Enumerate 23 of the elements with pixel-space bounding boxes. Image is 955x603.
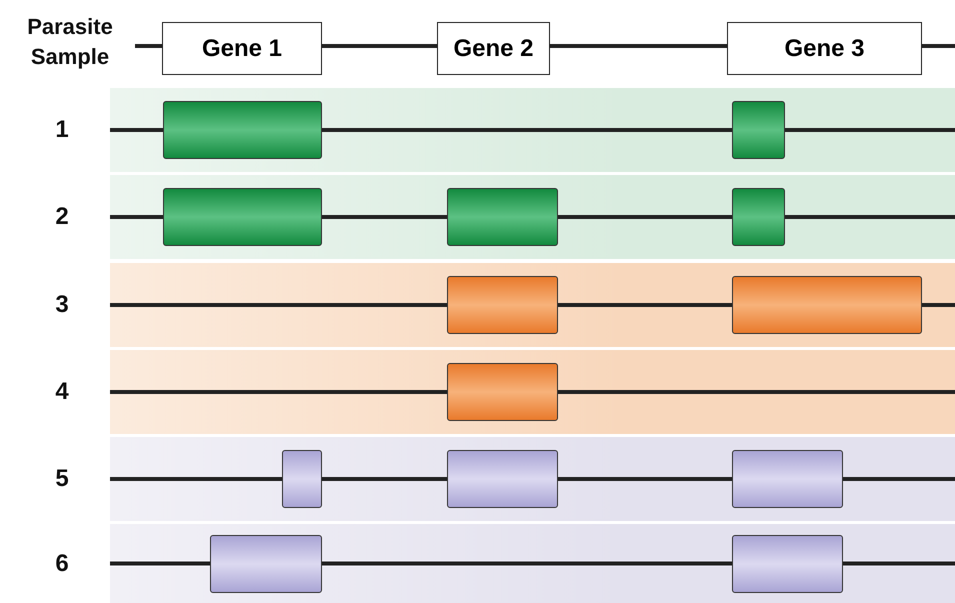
- exon-box: [163, 188, 322, 246]
- sample-number: 6: [54, 550, 70, 578]
- gene-box: Gene 2: [437, 22, 550, 75]
- axis-title: Parasite Sample: [26, 13, 114, 71]
- exon-box: [732, 534, 843, 592]
- gene-box: Gene 1: [162, 22, 322, 75]
- exon-box: [732, 276, 922, 334]
- exon-box: [210, 534, 322, 592]
- exon-box: [732, 188, 785, 246]
- sample-number: 5: [54, 465, 70, 493]
- exon-box: [282, 450, 322, 508]
- sample-number: 4: [54, 378, 70, 406]
- exon-box: [163, 101, 322, 159]
- gene-box: Gene 3: [727, 22, 922, 75]
- exon-box: [732, 101, 785, 159]
- sample-number: 2: [54, 203, 70, 231]
- sample-number: 3: [54, 291, 70, 319]
- exon-box: [732, 450, 843, 508]
- exon-box: [447, 363, 558, 421]
- exon-box: [447, 450, 558, 508]
- exon-box: [447, 276, 558, 334]
- exon-box: [447, 188, 558, 246]
- sample-number: 1: [54, 116, 70, 144]
